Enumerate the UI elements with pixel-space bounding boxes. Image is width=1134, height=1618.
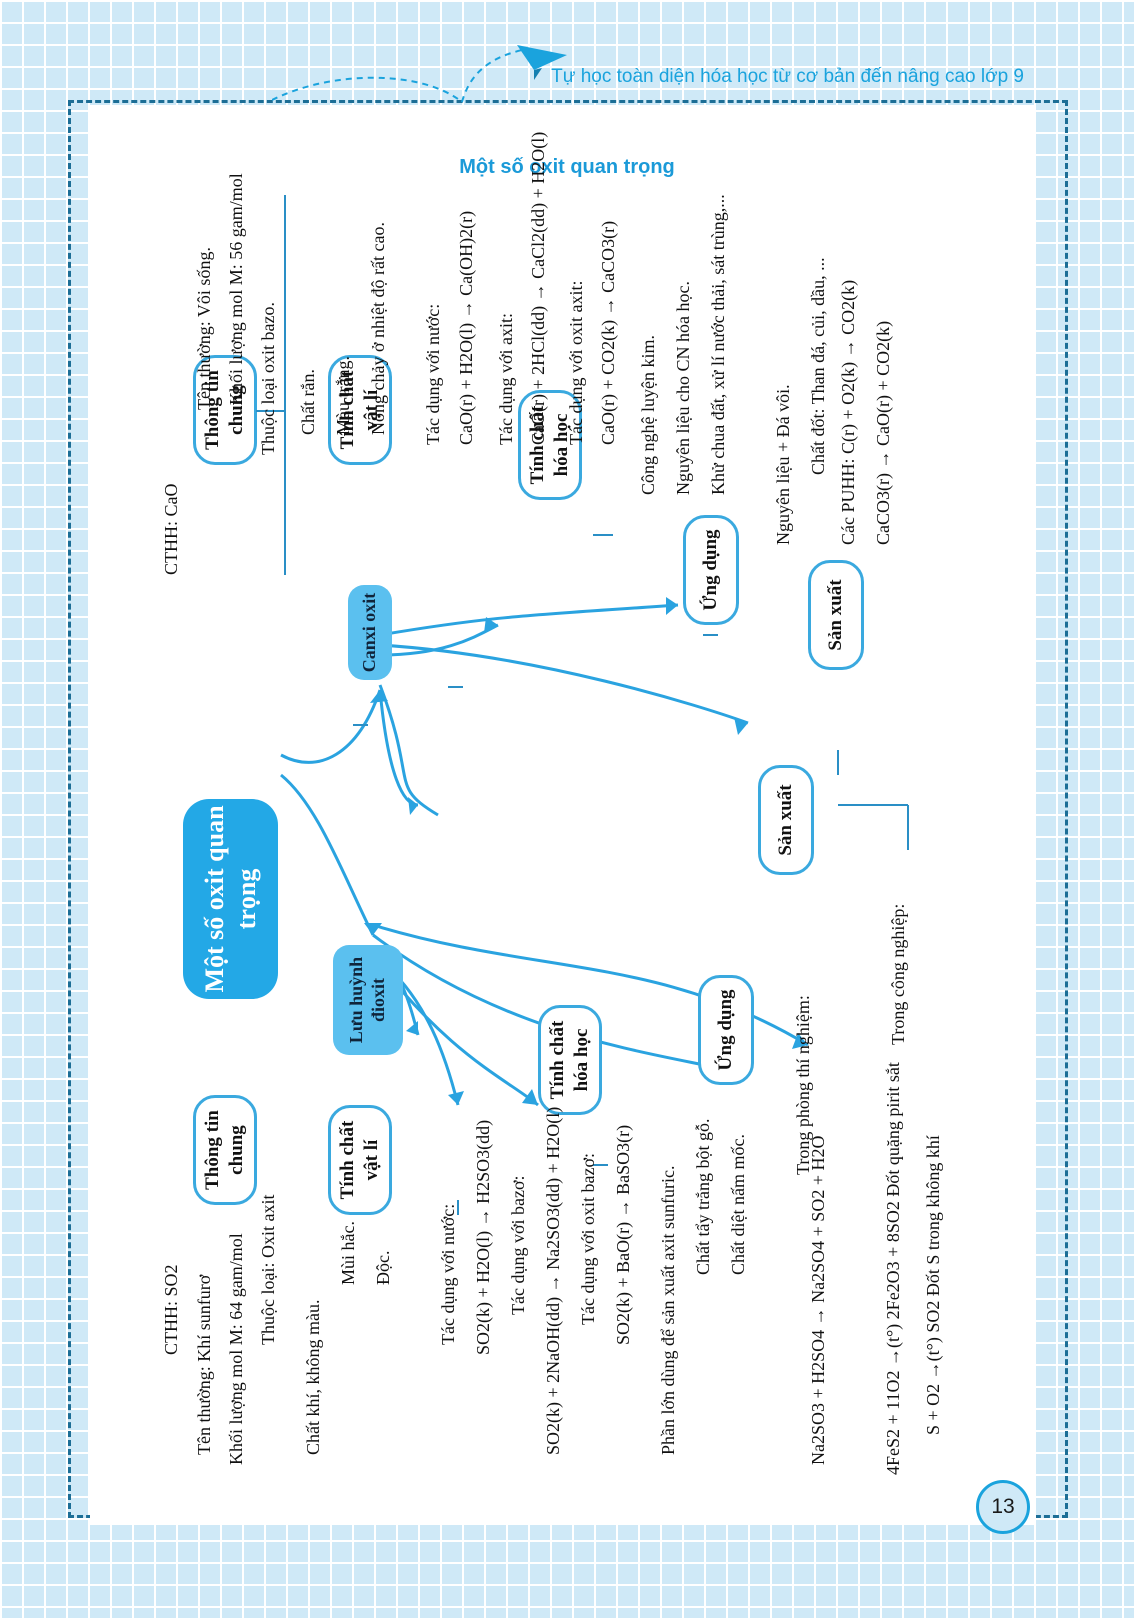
so2-production-node: Sản xuất [758,765,814,875]
cao-prod-3: Các PUHH: C(r) + O2(k) → CO2(k) [838,279,858,545]
so2-chemical-node: Tính chất hóa học [538,1005,602,1115]
so2-physical-2: Mùi hắc. [338,1221,358,1285]
cao-type: Thuộc loại oxit bazo. [258,302,278,455]
cao-prod-4: CaCO3(r) → CaO(r) + CO2(k) [873,320,893,545]
cao-chem-eq-3: CaO(r) + CO2(k) → CaCO3(r) [598,220,618,445]
so2-usage-3: Chất diệt nấm mốc. [728,1134,748,1275]
so2-chem-eq-3: SO2(k) + BaO(r) → BaSO3(r) [613,1124,633,1345]
cao-usage-2: Nguyên liệu cho CN hóa học. [673,281,693,495]
cao-usage-1: Công nghệ luyện kim. [638,335,658,495]
cao-chem-title-3: Tác dụng với oxit axit: [566,280,586,446]
so2-molar-mass: Khối lượng mol M: 64 gam/mol [226,1233,246,1465]
cao-physical-2: Màu trắng. [333,356,353,435]
so2-chem-title-3: Tác dụng với oxit bazơ: [578,1153,598,1325]
so2-usage-2: Chất tẩy trắng bột gỗ. [693,1118,713,1275]
so2-chem-eq-1: SO2(k) + H2O(l) → H2SO3(dd) [473,1119,493,1355]
so2-physical-1: Chất khí, không màu. [303,1299,323,1456]
cao-usage-3: Khử chua đất, xử lí nước thải, sát trùng… [708,194,728,495]
cao-prod-1: Nguyên liệu + Đá vôi. [773,384,793,545]
so2-usage-1: Phần lớn dùng để sản xuất axit sunfuric. [658,1165,678,1455]
so2-chem-eq-2: SO2(k) + 2NaOH(dd) → Na2SO3(dd) + H2O(l) [543,1106,563,1455]
cao-node: Canxi oxit [348,585,392,680]
so2-physical-node: Tính chất vật lí [328,1105,392,1215]
paper-plane-icon [272,45,567,103]
so2-formula: CTHH: SO2 [161,1264,181,1355]
cao-usage-node: Ứng dụng [683,515,739,625]
so2-general-node: Thông tin chung [193,1095,257,1205]
cao-prod-2: Chất đốt: Than đá, củi, dầu, ... [808,257,828,475]
cao-physical-1: Chất rắn. [298,369,318,435]
so2-industry-eq-2: S + O2 →(t°) SO2 Đốt S trong không khí [923,1135,943,1435]
center-node: Một số oxit quan trọng [183,799,278,999]
cao-molar-mass: Khối lượng mol M: 56 gam/mol [226,173,246,405]
series-title: Tự học toàn diện hóa học từ cơ bản đến n… [551,66,1024,87]
cao-chem-eq-2: CaO(r) + 2HCl(dd) → CaCl2(dd) + H2O(l) [528,131,548,445]
so2-lab-eq: Na2SO3 + H2SO4 → Na2SO4 + SO2 + H2O [808,1135,828,1465]
so2-chem-title-1: Tác dụng với nước: [438,1203,458,1345]
cao-chem-eq-1: CaO(r) + H2O(l) → Ca(OH)2(r) [456,210,476,445]
so2-industry-eq-1: 4FeS2 + 11O2 →(t°) 2Fe2O3 + 8SO2 Đốt quặ… [883,1062,903,1475]
mind-map: Một số oxit quan trọng Canxi oxit Lưu hu… [118,132,998,1475]
page-title: Một số oxit quan trọng [459,156,675,178]
cao-formula: CTHH: CaO [161,483,181,576]
cao-production-node: Sản xuất [808,560,864,670]
so2-chem-title-2: Tác dụng với bazơ: [508,1175,528,1316]
so2-industry-title: Trong công nghiệp: [888,903,908,1045]
cao-common-name: Tên thường: Vôi sống. [194,247,214,410]
cao-chem-title-2: Tác dụng với axit: [496,313,516,445]
so2-usage-node: Ứng dụng [698,975,754,1085]
so2-type: Thuộc loại: Oxit axit [258,1194,278,1345]
so2-common-name: Tên thường: Khí sunfurơ [194,1274,214,1455]
cao-physical-3: Nóng chảy ở nhiệt độ rất cao. [368,222,388,435]
cao-chem-title-1: Tác dụng với nước: [423,303,443,445]
so2-physical-3: Độc. [373,1250,393,1286]
page-number: 13 [976,1480,1030,1534]
so2-node: Lưu huỳnh đioxit [333,945,403,1055]
